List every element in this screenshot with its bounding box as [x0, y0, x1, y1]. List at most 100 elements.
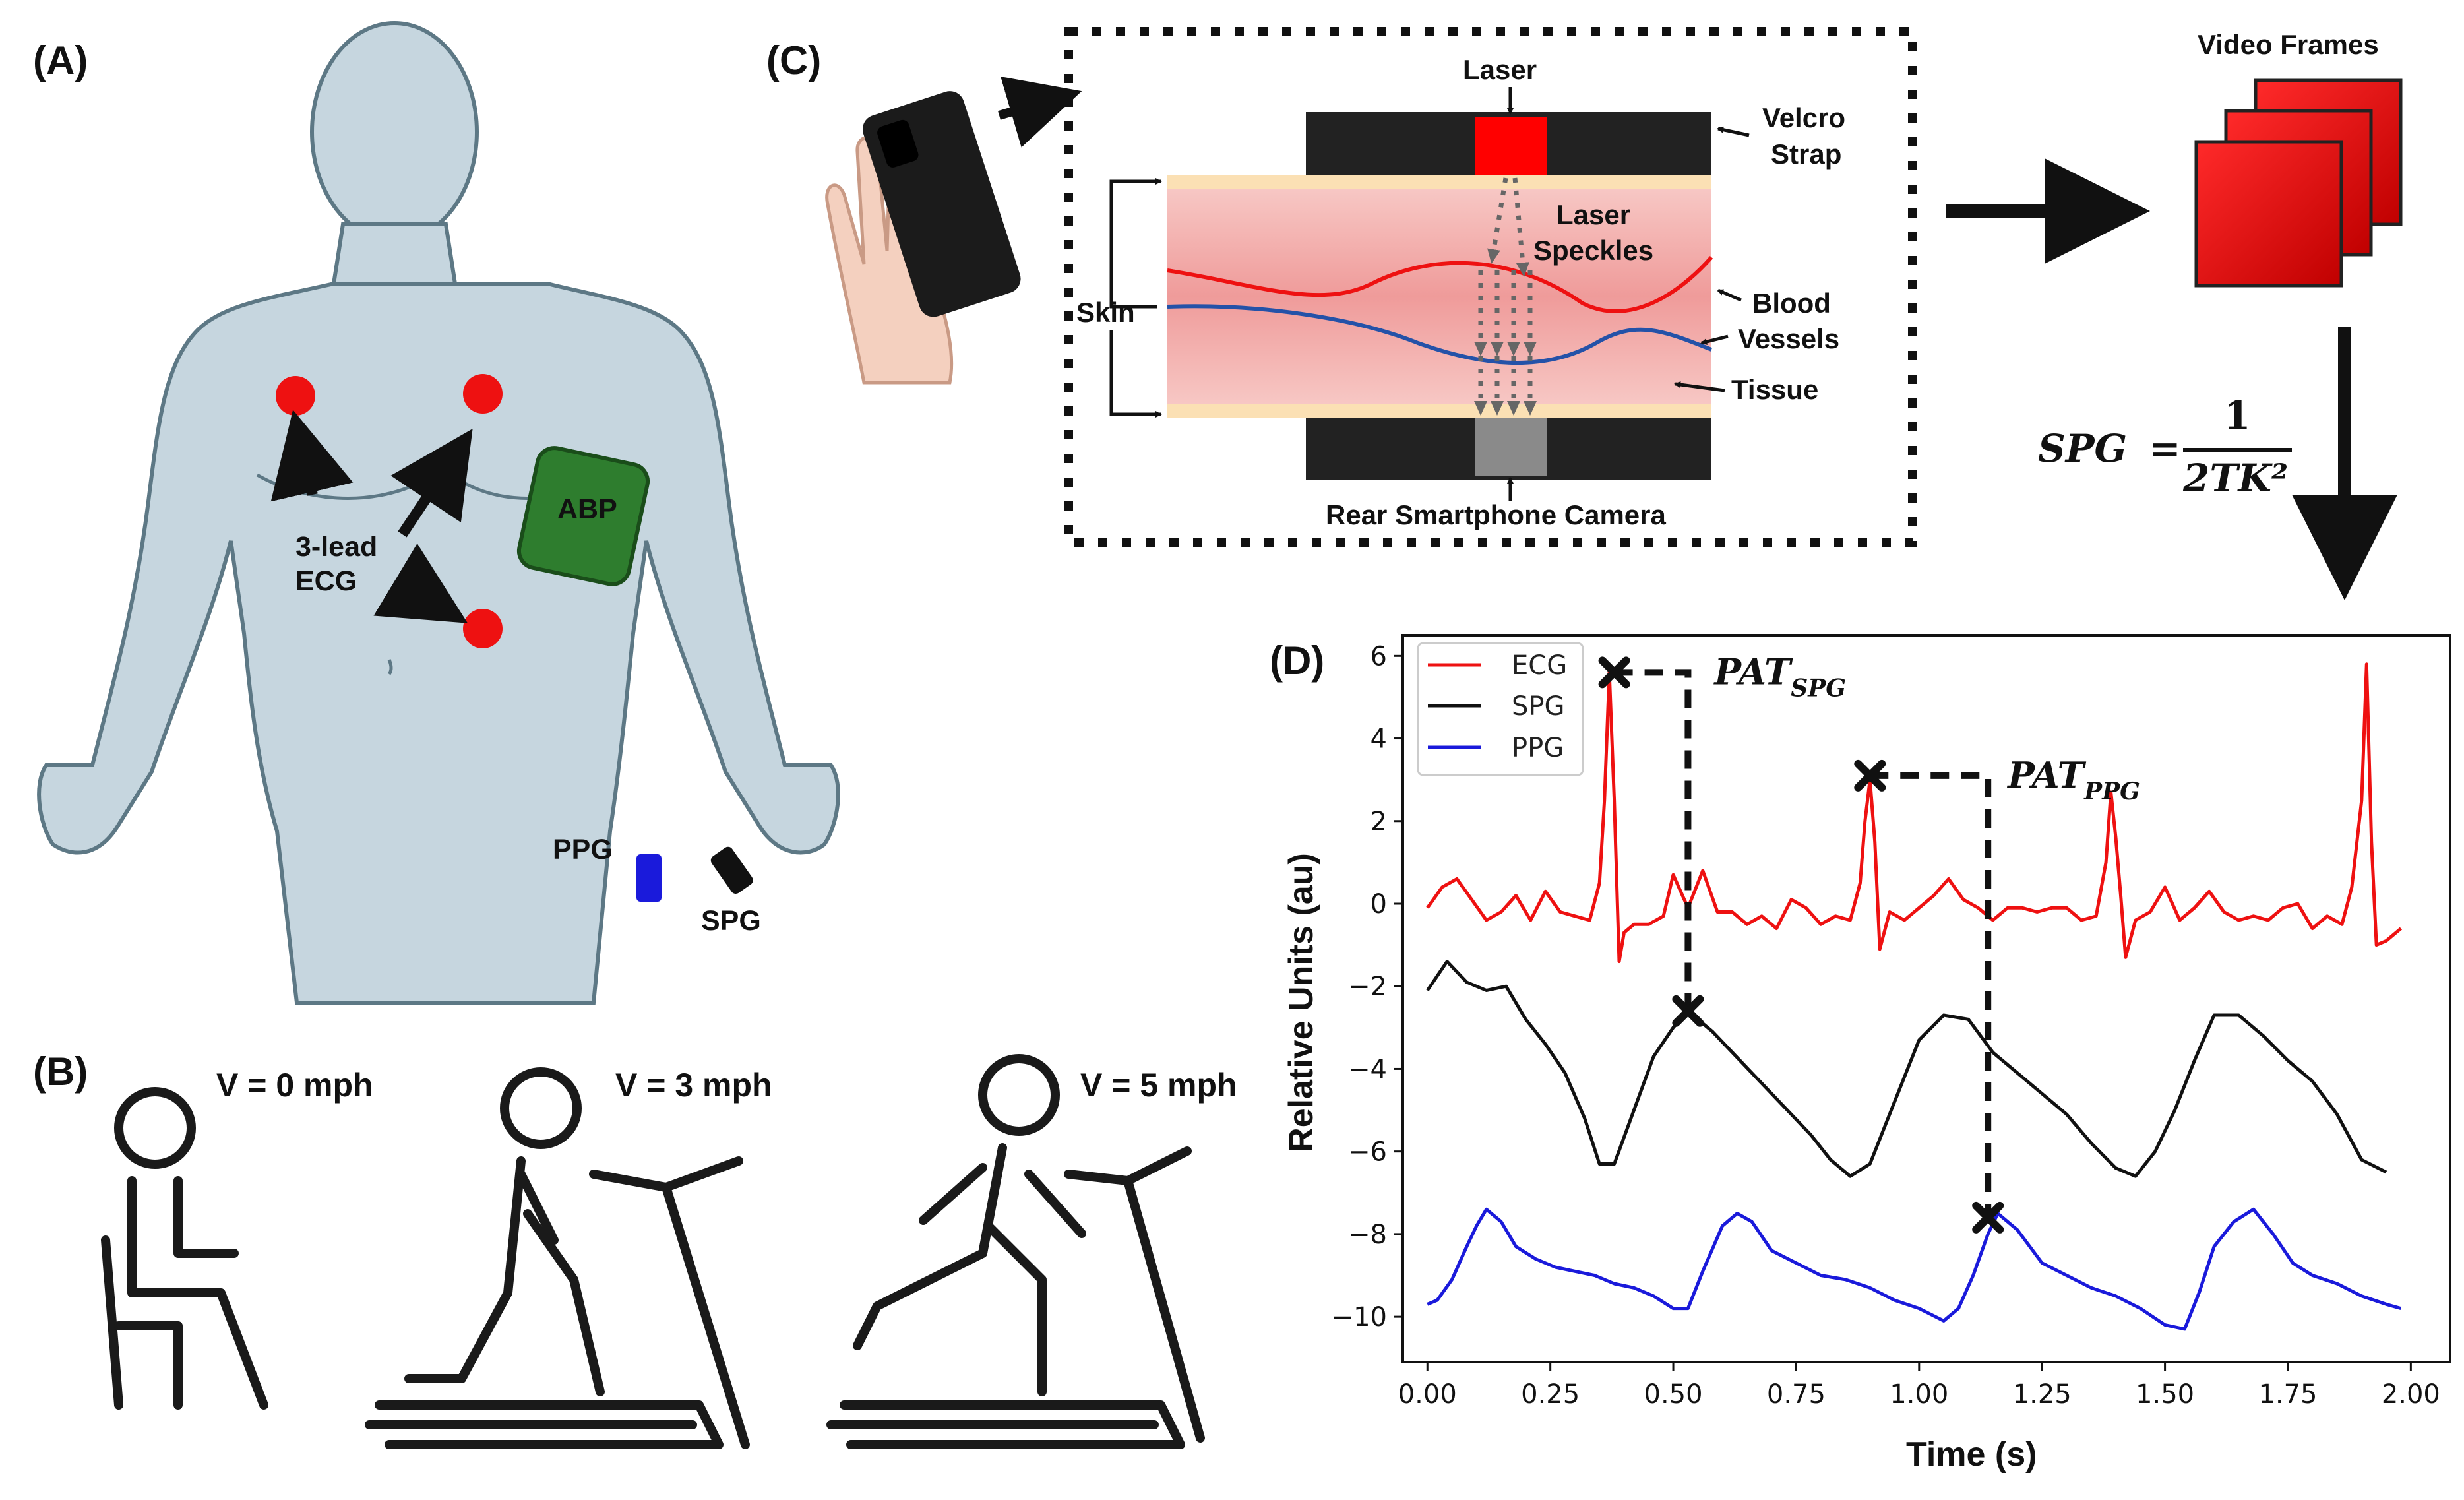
- x-tick-label: 0.25: [1521, 1379, 1580, 1410]
- abp-label: ABP: [557, 493, 617, 525]
- velcro-pointer-line: [1717, 126, 1750, 137]
- x-axis-label: Time (s): [1906, 1435, 2037, 1474]
- y-tick-label: 0: [1371, 889, 1387, 920]
- tissue-pointer-line: [1674, 381, 1725, 392]
- pat-start-marker-spg: [1598, 656, 1630, 689]
- ecg-electrode-lower: [463, 609, 503, 648]
- speed-label-running: V = 5 mph: [1080, 1067, 1237, 1104]
- x-tick-label: 0.75: [1767, 1379, 1826, 1410]
- y-tick-label: 6: [1371, 641, 1387, 672]
- pat-label-ppg: PATPPG: [2006, 754, 2140, 805]
- y-tick-label: −6: [1348, 1137, 1387, 1168]
- spg-sensor: [710, 846, 753, 894]
- blood-vessels-label-line2: Vessels: [1738, 323, 1839, 354]
- video-frame-front: [2194, 140, 2343, 288]
- arrow-to-lower-electrode: [373, 543, 468, 623]
- speed-label-walking: V = 3 mph: [615, 1067, 772, 1104]
- panel-b: (B) V = 0 mph V = 3 mph V = 5 mph: [33, 1049, 1237, 1449]
- speckles-label-line2: Speckles: [1533, 235, 1653, 266]
- x-tick-label: 1.25: [2013, 1379, 2072, 1410]
- skin-layer-bottom: [1167, 404, 1711, 418]
- series-line-spg: [1426, 960, 2387, 1178]
- panel-label-a: (A): [33, 38, 88, 82]
- ppg-sensor: [636, 854, 662, 902]
- tissue-label: Tissue: [1731, 374, 1818, 405]
- rear-camera: [1475, 418, 1547, 476]
- hand-with-phone-icon: [825, 91, 1021, 385]
- chart-legend: ECG SPG PPG: [1417, 642, 1584, 776]
- neck: [331, 222, 458, 286]
- x-tick-label: 0.00: [1398, 1379, 1457, 1410]
- camera-label: Rear Smartphone Camera: [1326, 499, 1666, 530]
- series-line-ppg: [1427, 1207, 2402, 1331]
- x-tick-label: 0.50: [1644, 1379, 1703, 1410]
- panel-label-d: (D): [1270, 639, 1324, 683]
- formula-equals: =: [2149, 426, 2181, 471]
- human-body-illustration: [37, 21, 840, 1005]
- y-tick-label: 4: [1371, 724, 1387, 755]
- ecg-electrode-right: [463, 374, 503, 414]
- velcro-label-line1: Velcro: [1762, 102, 1845, 133]
- legend-box: [1417, 642, 1584, 776]
- laser-source: [1475, 117, 1547, 175]
- blood-vessel-pointer-2: [1700, 334, 1729, 345]
- abp-cuff: [516, 446, 650, 586]
- arrow-to-right-electrode: [390, 429, 473, 538]
- plot-ticks: 0.00 0.25 0.50 0.75 1.00 1.25 1.50 1.75 2.00 6 4 2 0…: [1332, 641, 2440, 1410]
- y-tick-label: −10: [1332, 1302, 1387, 1332]
- x-tick-label: 1.50: [2136, 1379, 2194, 1410]
- panel-c: (C): [766, 27, 2403, 600]
- skin-bracket-bottom: [1109, 330, 1162, 418]
- ecg-label-line2: ECG: [295, 565, 357, 597]
- blood-vessels-label-line1: Blood: [1752, 288, 1831, 319]
- red-blood-vessel: [1167, 256, 1713, 313]
- skin-layer-top: [1167, 175, 1711, 189]
- arrow-phone-to-detail: [998, 77, 1082, 148]
- speckles-label-line1: Laser: [1556, 199, 1630, 230]
- video-frames-label: Video Frames: [2198, 29, 2379, 60]
- blue-blood-vessel: [1167, 304, 1713, 365]
- tissue-region: [1167, 189, 1711, 404]
- legend-label-ppg: PPG: [1512, 733, 1564, 763]
- formula-denominator: 2TK²: [2182, 456, 2288, 501]
- legend-label-ecg: ECG: [1512, 650, 1567, 681]
- arrow-to-left-electrode: [270, 410, 354, 502]
- pat-end-marker-ppg: [1972, 1201, 2004, 1234]
- y-tick-label: −2: [1348, 972, 1387, 1002]
- panel-a: (A) 3-lead ECG ABP PPG SPG: [33, 21, 840, 1005]
- y-tick-label: −4: [1348, 1054, 1387, 1084]
- pat-end-marker-spg: [1672, 995, 1704, 1027]
- spg-label: SPG: [701, 905, 761, 937]
- ppg-label: PPG: [553, 834, 613, 865]
- detail-dotted-frame: [1064, 27, 1917, 547]
- plot-frame: [1401, 634, 2451, 1363]
- laser-speckle-paths: [1474, 177, 1537, 416]
- y-axis-label: Relative Units (au): [1282, 853, 1320, 1152]
- formula-lhs: SPG: [2038, 426, 2127, 471]
- sitting-person-icon: [101, 1087, 268, 1410]
- x-tick-label: 1.75: [2258, 1379, 2317, 1410]
- y-tick-label: 2: [1371, 807, 1387, 837]
- velcro-label-line2: Strap: [1771, 139, 1841, 170]
- skin-bracket-top: [1109, 178, 1162, 309]
- y-tick-label: −8: [1348, 1220, 1387, 1250]
- speed-label-sitting: V = 0 mph: [216, 1067, 373, 1104]
- running-treadmill-icon: [826, 1054, 1205, 1449]
- x-tick-label: 2.00: [2382, 1379, 2440, 1410]
- plot-series: [1426, 662, 2403, 1331]
- ecg-label-line1: 3-lead: [295, 531, 377, 563]
- blood-vessel-pointer-1: [1717, 288, 1742, 302]
- legend-label-spg: SPG: [1512, 691, 1565, 722]
- formula-numerator: 1: [2224, 393, 2250, 438]
- spg-formula: SPG = 1 2TK²: [2038, 393, 2292, 501]
- panel-label-b: (B): [33, 1049, 88, 1094]
- x-tick-label: 1.00: [1890, 1379, 1948, 1410]
- pat-bracket-ppg: [1870, 772, 1992, 1218]
- laser-label: Laser: [1463, 54, 1537, 85]
- walking-treadmill-icon: [365, 1067, 750, 1449]
- pat-bracket-spg: [1614, 669, 1692, 1011]
- pat-start-marker-ppg: [1854, 759, 1886, 792]
- panel-label-c: (C): [766, 38, 821, 82]
